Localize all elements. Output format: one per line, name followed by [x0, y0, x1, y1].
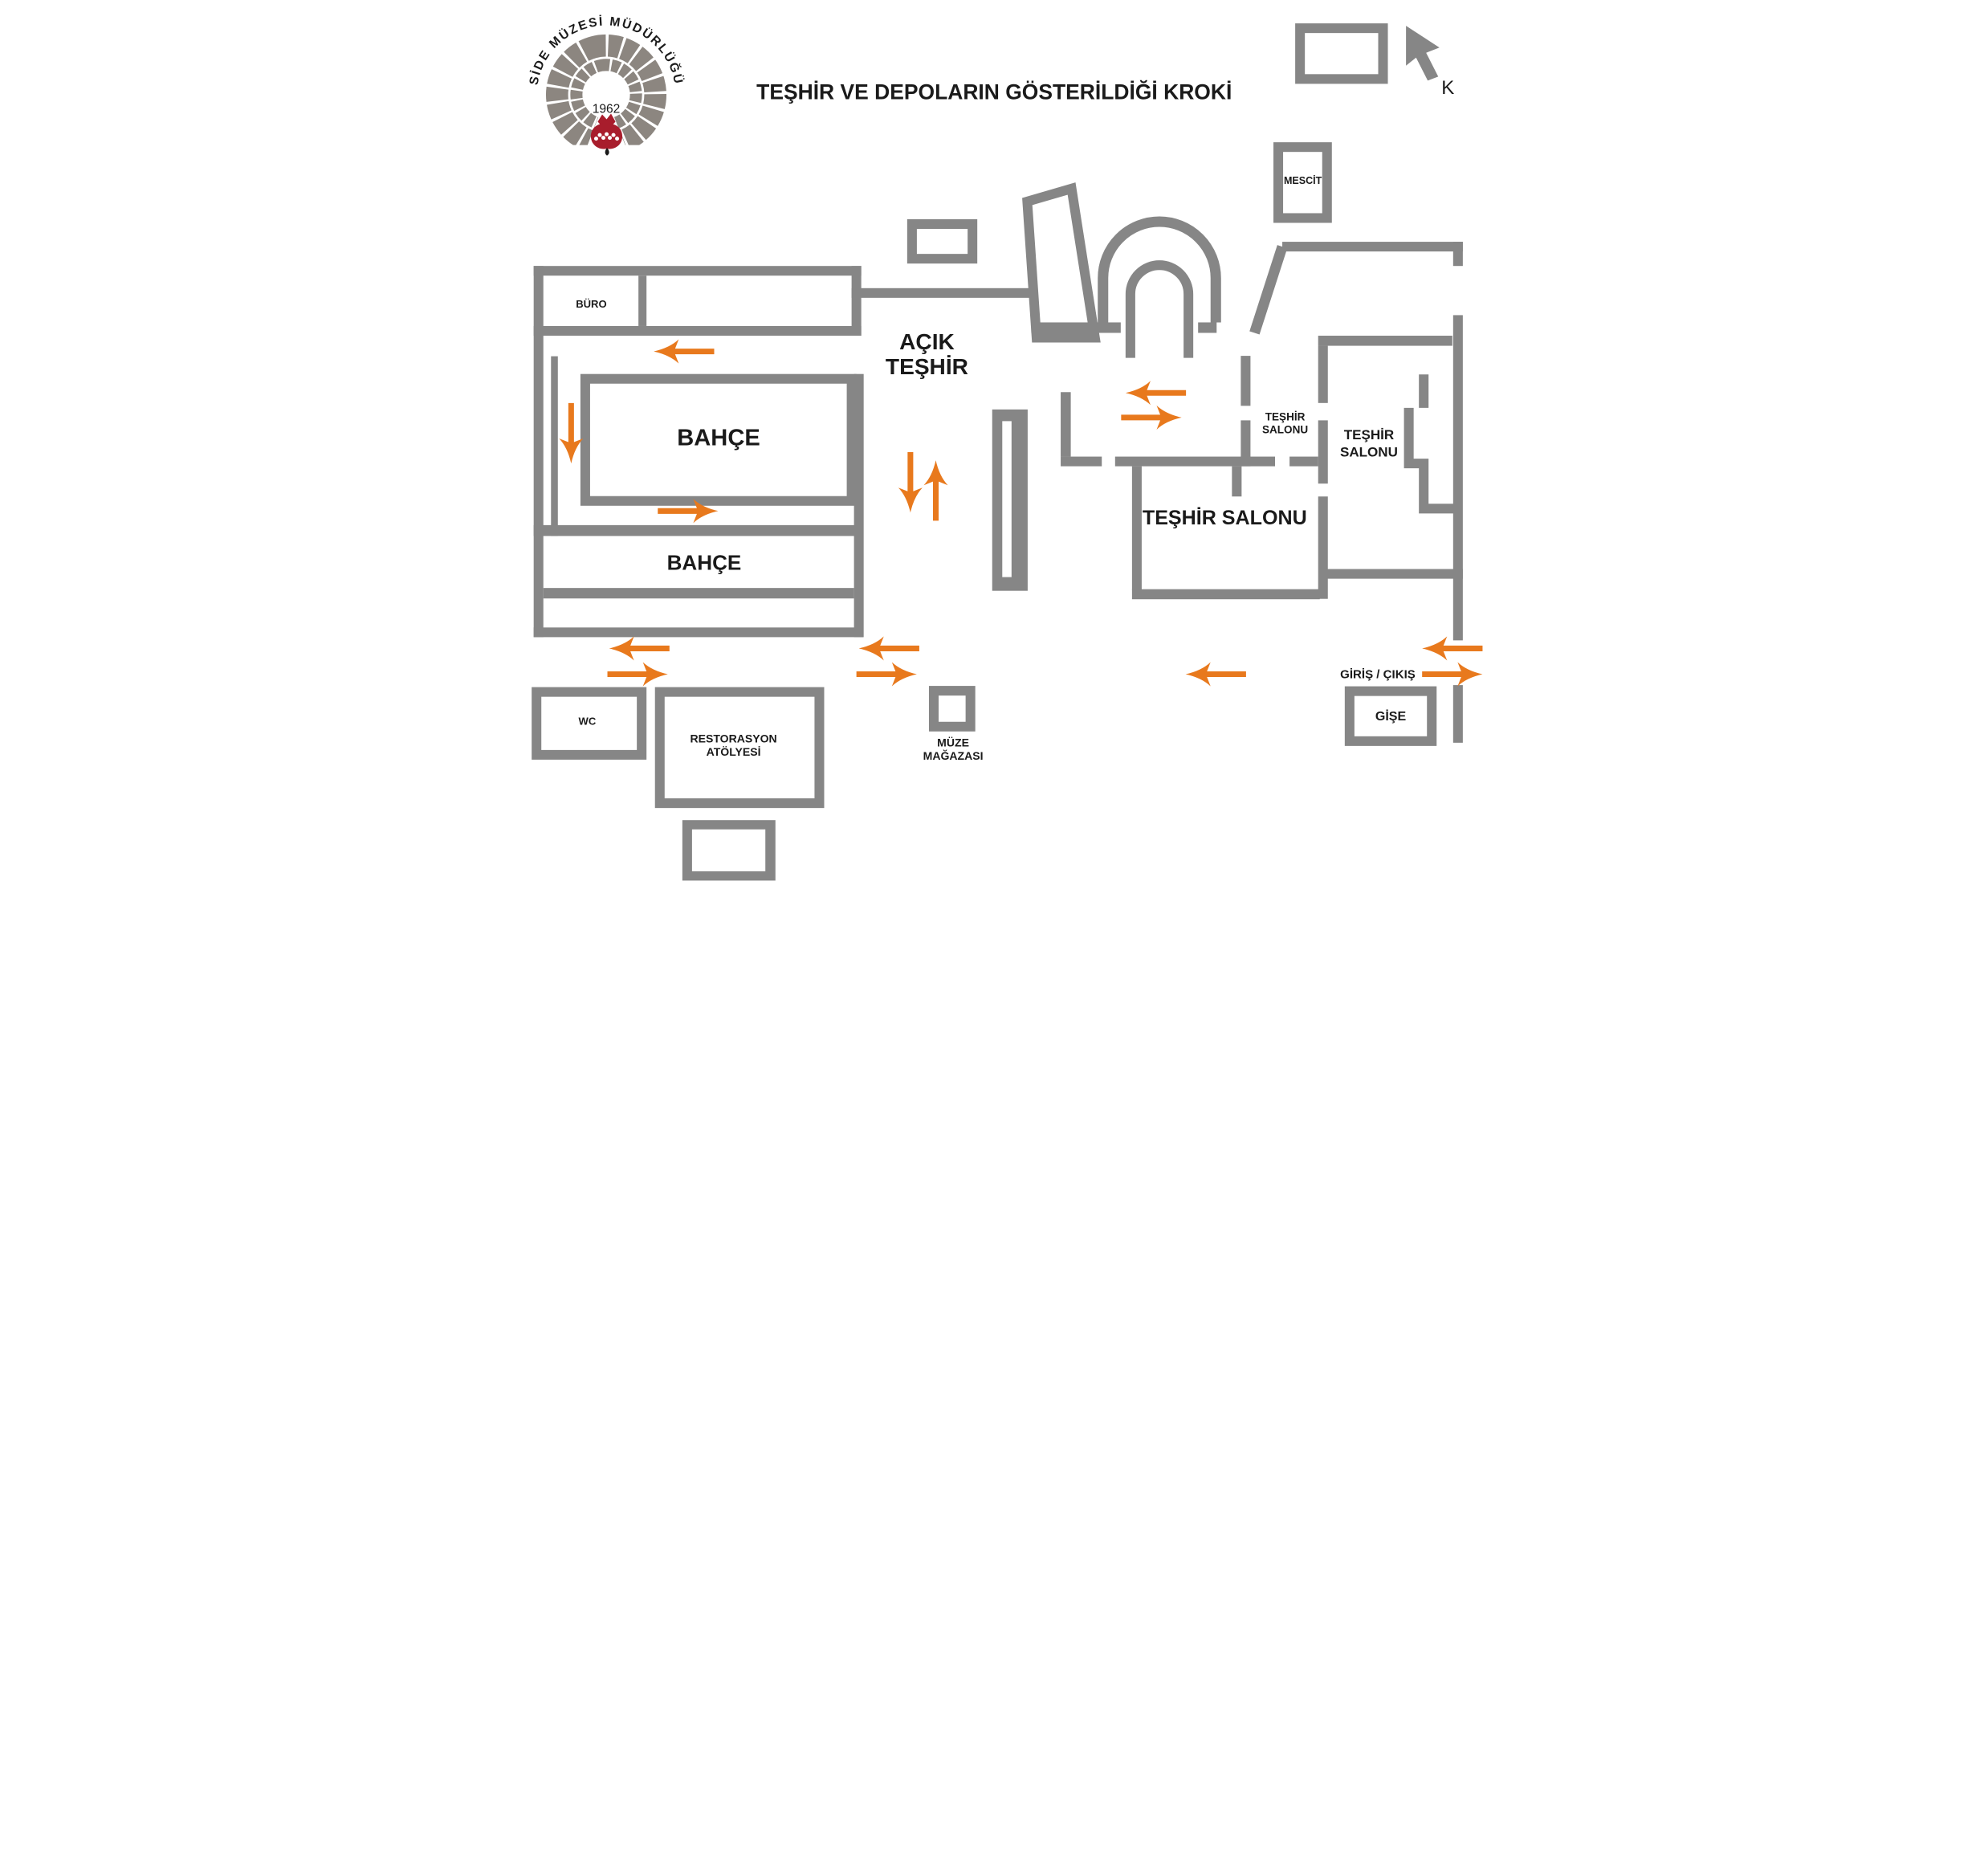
label-muze-magazasi-line1: MÜZE: [937, 736, 969, 749]
label-acik-teshir-line1: AÇIK: [899, 329, 955, 354]
restoration-workshop-building: [654, 687, 824, 809]
flow-arrow-left-shop: [858, 636, 919, 661]
slanted-depot-building: [1021, 182, 1101, 343]
wall: [1452, 242, 1463, 267]
flow-arrow-exit-out: [1421, 662, 1482, 687]
flow-arrow-down-court: [898, 452, 923, 513]
label-giris-cikis: GİRİŞ / ÇIKIŞ: [1340, 668, 1416, 682]
wall: [1452, 685, 1463, 743]
museum-floor-plan-page: K TEŞHİR VE DEPOLARIN GÖSTERİLDİĞİ KROKİ…: [495, 0, 1490, 941]
slanted-wall: [1249, 245, 1287, 335]
label-acik-teshir-line2: TEŞHİR: [885, 354, 968, 379]
wall: [1452, 315, 1463, 641]
label-teshir-salonu-small-line1: TEŞHİR: [1265, 410, 1305, 422]
label-restorasyon-line2: ATÖLYESİ: [706, 745, 760, 758]
wall: [1060, 392, 1071, 457]
label-bahce-lower: BAHÇE: [666, 550, 741, 574]
wall: [1318, 345, 1328, 403]
label-teshir-salonu-right-line1: TEŞHİR: [1343, 427, 1394, 442]
flow-arrow-right-shop: [856, 662, 917, 687]
mescit-room: [1273, 142, 1332, 223]
wall: [543, 588, 854, 599]
wall: [1197, 322, 1216, 333]
wall: [533, 325, 862, 336]
flow-arrow-right-center: [1120, 405, 1182, 430]
south-small-building-inner: [691, 829, 765, 871]
wall: [1131, 466, 1142, 590]
wall: [1318, 420, 1328, 484]
wall: [1319, 569, 1463, 579]
wall: [550, 356, 558, 536]
wall: [533, 627, 863, 638]
bahce-courtyard: [580, 373, 857, 506]
flow-arrow-left-garden: [653, 339, 714, 364]
wall: [1231, 466, 1241, 497]
label-teshir-salonu-main: TEŞHİR SALONU: [1142, 507, 1306, 529]
flow-arrow-left-wc: [609, 636, 670, 661]
label-gise: GİŞE: [1375, 709, 1406, 724]
pomegranate-icon: [590, 113, 622, 156]
building-outlines: [531, 23, 1436, 809]
flow-arrow-up-court: [923, 460, 948, 521]
wall: [1281, 242, 1463, 252]
wall: [851, 266, 862, 336]
gise-booth: [1344, 686, 1436, 746]
label-teshir-salonu-right-line2: SALONU: [1339, 445, 1397, 460]
label-bahce-upper: BAHÇE: [677, 426, 760, 451]
wall: [533, 524, 863, 536]
logo-year: 1962: [592, 103, 620, 116]
flow-arrow-left-center: [1125, 381, 1186, 406]
logo-center: [582, 71, 629, 118]
wall: [1318, 336, 1452, 346]
flow-arrow-right-wc: [607, 662, 668, 687]
horseshoe-inner-wall: [1125, 260, 1193, 358]
walls: [533, 242, 1463, 881]
stepped-niche-wall: [1403, 374, 1458, 514]
flow-arrow-entrance-in: [1421, 636, 1482, 661]
label-buro: BÜRO: [576, 298, 606, 310]
wall: [1318, 496, 1328, 599]
wc-building: [531, 687, 646, 760]
flow-arrow-left-south: [1185, 662, 1246, 687]
wall: [533, 266, 544, 638]
north-arrow-icon: [1405, 26, 1440, 81]
open-exhibit-pavilion: [906, 218, 977, 264]
wall: [851, 288, 1033, 298]
horseshoe-outer-wall: [1097, 216, 1221, 323]
gallery-wall-slot: [1001, 421, 1012, 577]
wall: [533, 266, 862, 276]
north-indicator: K: [1405, 26, 1454, 99]
page-title: TEŞHİR VE DEPOLARIN GÖSTERİLDİĞİ KROKİ: [756, 80, 1232, 104]
wall: [1114, 456, 1275, 467]
wall: [638, 275, 646, 326]
monument-walls: [1097, 216, 1458, 514]
label-mescit: MESCİT: [1283, 174, 1322, 186]
wall: [1240, 420, 1250, 467]
wall: [1131, 589, 1320, 600]
floor-plan: K TEŞHİR VE DEPOLARIN GÖSTERİLDİĞİ KROKİ…: [527, 15, 1482, 881]
label-teshir-salonu-small-line2: SALONU: [1262, 424, 1308, 436]
museum-logo: 1962 SİDE MÜZESİ MÜDÜRLÜĞÜ: [527, 15, 683, 156]
wall: [1060, 456, 1102, 467]
wall: [1289, 456, 1318, 467]
wall: [853, 373, 864, 638]
label-wc: WC: [578, 716, 596, 728]
north-label: K: [1441, 77, 1454, 99]
room-labels: MESCİT BÜRO AÇIK TEŞHİR BAHÇE BAHÇE TEŞH…: [576, 174, 1416, 762]
label-restorasyon-line1: RESTORASYON: [690, 732, 776, 745]
museum-shop-kiosk: [928, 686, 976, 732]
wall: [1240, 356, 1250, 406]
wall: [1030, 322, 1121, 333]
label-muze-magazasi-line2: MAĞAZASI: [923, 748, 983, 762]
flow-arrow-down-garden: [558, 402, 583, 464]
north-east-building: [1294, 23, 1388, 84]
